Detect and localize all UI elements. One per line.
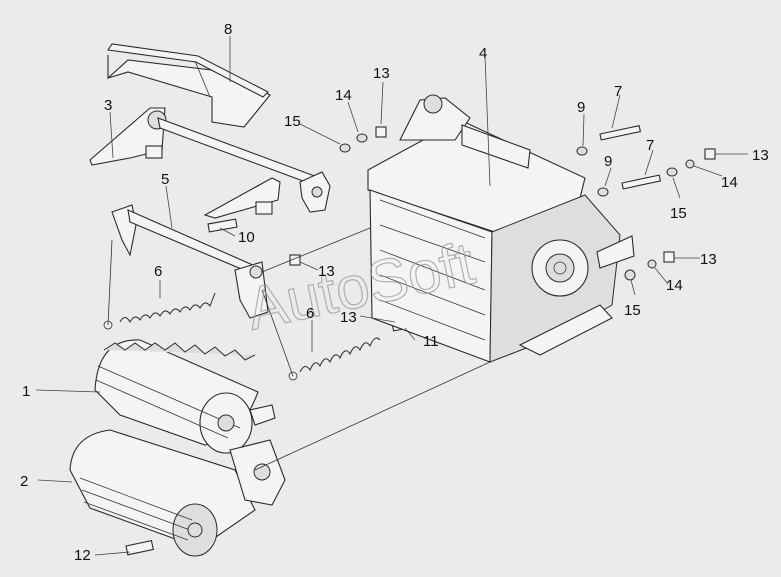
callout-13-right: 13 bbox=[752, 147, 769, 164]
callout-6-left: 6 bbox=[154, 263, 162, 280]
callout-15-right: 15 bbox=[670, 205, 687, 222]
fasteners-right bbox=[289, 125, 716, 281]
spring-part-6-right bbox=[288, 337, 381, 381]
callout-13-lower-right: 13 bbox=[700, 251, 717, 268]
callout-14-right: 14 bbox=[721, 174, 738, 191]
callout-5: 5 bbox=[161, 171, 169, 188]
callout-4: 4 bbox=[479, 45, 487, 62]
callout-11: 11 bbox=[423, 333, 439, 350]
assembly-guide-lines bbox=[107, 227, 491, 471]
callout-1: 1 bbox=[22, 383, 30, 400]
callout-8: 8 bbox=[224, 21, 232, 38]
main-housing-part-4 bbox=[367, 94, 635, 363]
callout-7-top: 7 bbox=[614, 83, 622, 100]
callout-10: 10 bbox=[238, 229, 255, 246]
spring-part-6-left bbox=[103, 292, 216, 330]
callout-12: 12 bbox=[74, 547, 91, 564]
callout-13-center: 13 bbox=[318, 263, 335, 280]
callout-3: 3 bbox=[104, 97, 112, 114]
lower-shaft-part-5 bbox=[111, 204, 269, 319]
callout-9-top: 9 bbox=[577, 99, 585, 116]
callout-6-right: 6 bbox=[306, 305, 314, 322]
bracket-part-3 bbox=[89, 107, 167, 166]
callout-15-top: 15 bbox=[284, 113, 301, 130]
callout-13-top: 13 bbox=[373, 65, 390, 82]
callout-15-lower: 15 bbox=[624, 302, 641, 319]
callout-9-mid: 9 bbox=[604, 153, 612, 170]
callout-2: 2 bbox=[20, 473, 28, 490]
callout-13-lower: 13 bbox=[340, 309, 357, 326]
cutter-drum-part-1 bbox=[94, 339, 276, 454]
bolt-part-10 bbox=[207, 218, 238, 233]
cover-plate-part-8 bbox=[107, 43, 271, 128]
bolt-part-12 bbox=[125, 539, 154, 556]
leader-lines bbox=[35, 36, 748, 556]
right-bracket bbox=[203, 171, 331, 219]
callout-14-top: 14 bbox=[335, 87, 352, 104]
callout-14-lower: 14 bbox=[666, 277, 683, 294]
roller-assembly-part-2 bbox=[69, 429, 286, 557]
callout-labels: 8 3 5 6 6 1 2 12 10 11 13 13 15 14 13 4 … bbox=[20, 21, 769, 564]
callout-7-mid: 7 bbox=[646, 137, 654, 154]
